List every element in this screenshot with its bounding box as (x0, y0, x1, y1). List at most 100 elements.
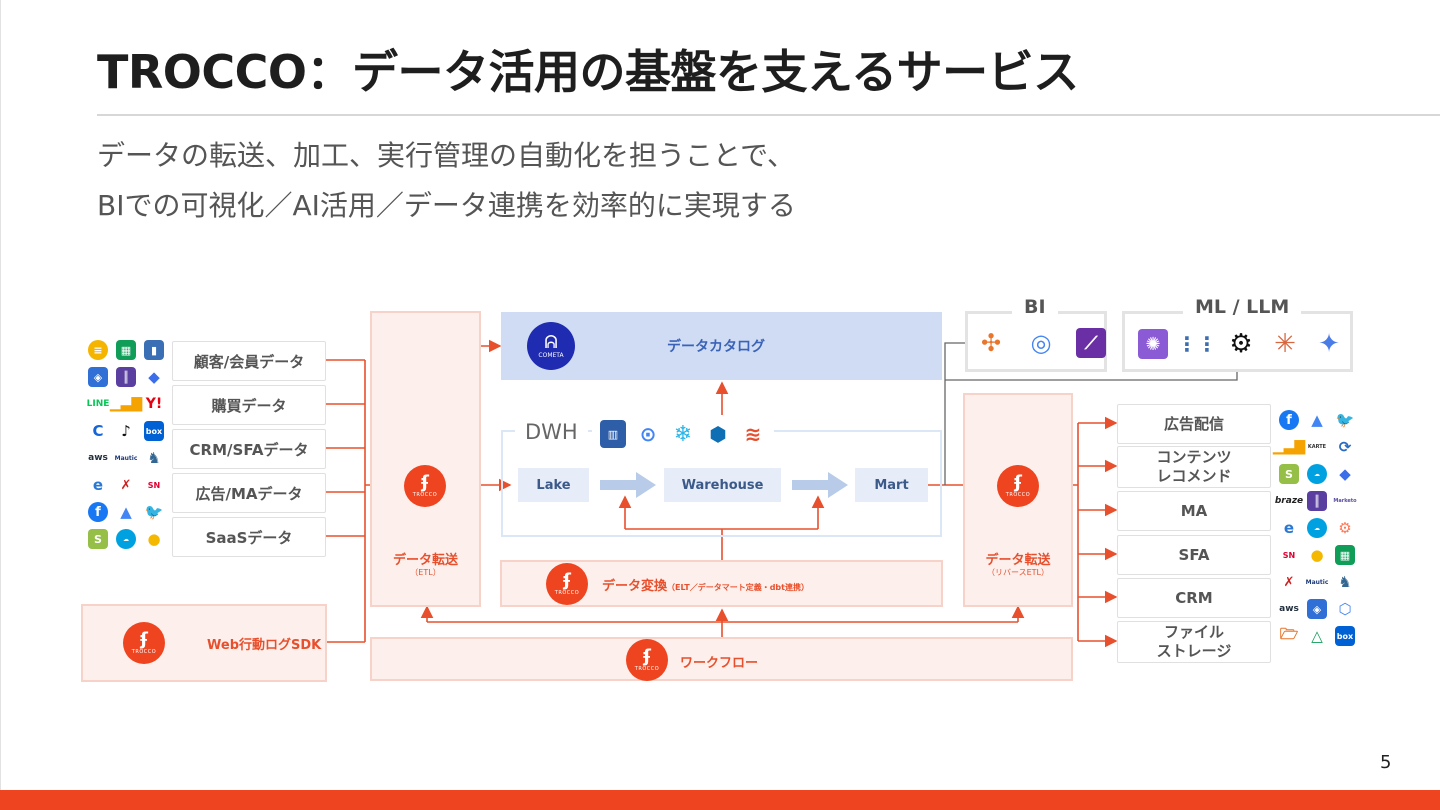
bigquery-icon: ⊙ (635, 420, 661, 448)
bi-tools-box: ✣ ◎ ⟋ (965, 311, 1107, 372)
mautic-icon: Mautic (1305, 578, 1329, 586)
scribble-icon: ✗ (116, 475, 136, 495)
hubspot-icon: ⚙ (1335, 518, 1355, 538)
google-ads-icon: ▲ (1307, 410, 1327, 430)
scribble-icon: ✗ (1279, 572, 1299, 592)
karte-icon: KARTE (1307, 444, 1327, 450)
source-saas-data: SaaSデータ (172, 517, 326, 557)
ml-llm-label: ML / LLM (1183, 296, 1302, 318)
analytics-bars-icon: ▁▃▇ (109, 394, 143, 414)
vertex-icon: ⋮⋮ (1177, 329, 1217, 359)
databricks-icon: ≋ (740, 420, 766, 448)
stripe-bars-icon: ║ (116, 367, 136, 387)
google-drive-icon: △ (1307, 626, 1327, 646)
warehouse-pill: Warehouse (664, 468, 781, 502)
box-icon: box (144, 421, 164, 441)
aws-icon: aws (1279, 604, 1299, 614)
reverse-etl-label: データ転送 (985, 553, 1051, 568)
dwh-label: DWH (515, 420, 588, 444)
braze-icon: braze (1274, 496, 1304, 506)
ie-icon: e (88, 475, 108, 495)
looker-icon: ◎ (1026, 328, 1056, 358)
yahoo-icon: Y! (145, 396, 163, 412)
source-ads-ma-data: 広告/MAデータ (172, 473, 326, 513)
subtitle-line-1: データの転送、加工、実行管理の自動化を担うことで、 (97, 139, 796, 172)
source-icon-grid: ≡ ▦ ▮ ◈ ║ ◆ LINE ▁▃▇ Y! C ♪ box aws Maut… (86, 340, 166, 549)
workflow-label: ワークフロー (680, 656, 759, 671)
ml-icons: ✺ ⋮⋮ ⚙ ✳ ✦ (1138, 329, 1344, 359)
etl-sublabel: （ETL） (410, 568, 441, 577)
blob-icon: ● (144, 529, 164, 549)
mart-pill: Mart (855, 468, 928, 502)
footer-accent-bar (0, 790, 1440, 810)
gcs-icon: ⬡ (1335, 599, 1355, 619)
cometa-icon: ᕱ (544, 331, 558, 353)
smartnews-icon: SN (1282, 550, 1296, 560)
facebook-icon: f (88, 502, 108, 522)
warehouse-to-mart-arrow (792, 472, 848, 498)
blob-icon: ● (1307, 545, 1327, 565)
dwh-icons: ▥ ⊙ ❄ ⬢ ≋ (592, 420, 774, 448)
openai-icon: ⚙ (1226, 329, 1256, 359)
mautic-icon: Mautic (114, 454, 138, 462)
title-divider (97, 114, 1440, 116)
marketo-icon: Marketo (1333, 498, 1357, 504)
data-catalog-label: データカタログ (667, 339, 765, 355)
destination-crm: CRM (1117, 578, 1271, 618)
destination-ad-delivery: 広告配信 (1117, 404, 1271, 444)
redshift-icon: ▥ (600, 420, 626, 448)
claude-icon: ✳ (1270, 329, 1300, 359)
refresh-circle-icon: ⟳ (1335, 437, 1355, 457)
salesforce-icon: ☁ (1307, 464, 1327, 484)
dwh-box: Lake Warehouse Mart (501, 430, 942, 537)
stack-icon: ≡ (88, 340, 108, 360)
analytics-bars-icon: ▁▃▇ (1272, 437, 1306, 457)
salesforce-icon: ☁ (1307, 518, 1327, 538)
postgres-icon: ♞ (1335, 572, 1355, 592)
destination-sfa: SFA (1117, 535, 1271, 575)
destination-content-recommend: コンテンツレコメンド (1117, 446, 1271, 488)
aws-icon: aws (88, 453, 108, 463)
stripe-bars-icon: ║ (1307, 491, 1327, 511)
web-sdk-label: Web行動ログSDK (207, 638, 322, 653)
facebook-icon: f (1279, 410, 1299, 430)
page-number: 5 (1380, 752, 1392, 773)
data-catalog-box: ᕱ COMETA データカタログ (501, 312, 942, 380)
tiktok-icon: ♪ (116, 421, 136, 441)
etl-label: データ転送 (392, 553, 458, 568)
tableau-icon: ✣ (976, 328, 1006, 358)
destination-file-storage: ファイルストレージ (1117, 621, 1271, 663)
twitter-icon: 🐦 (1335, 410, 1355, 430)
google-ads-icon: ▲ (116, 502, 136, 522)
line-icon: LINE (86, 399, 110, 409)
brain-icon: ✺ (1138, 329, 1168, 359)
page-title: TROCCO：データ活用の基盤を支えるサービス (97, 45, 1079, 99)
lake-to-warehouse-arrow (600, 472, 656, 498)
bi-icons: ✣ ◎ ⟋ (976, 328, 1106, 358)
bi-label: BI (1012, 296, 1058, 318)
shopify-icon: S (88, 529, 108, 549)
slide-edge (0, 0, 1, 790)
synapse-icon: ⬢ (705, 420, 731, 448)
destination-icon-grid: f ▲ 🐦 ▁▃▇ KARTE ⟳ S ☁ ◆ braze ║ Marketo … (1272, 410, 1357, 646)
ie-icon: e (1279, 518, 1299, 538)
subtitle-line-2: BIでの可視化／AI活用／データ連携を効率的に実現する (97, 189, 796, 222)
gemini-icon: ✦ (1314, 329, 1344, 359)
source-customer-data: 顧客/会員データ (172, 341, 326, 381)
diamond-icon: ◆ (144, 367, 164, 387)
diamond-icon: ◆ (1335, 464, 1355, 484)
reverse-etl-sublabel: （リバースETL） (987, 568, 1049, 577)
box-icon: box (1335, 626, 1355, 646)
cloud-sql-icon: ◈ (1307, 599, 1327, 619)
google-sheets-icon: ▦ (116, 340, 136, 360)
destination-ma: MA (1117, 491, 1271, 531)
